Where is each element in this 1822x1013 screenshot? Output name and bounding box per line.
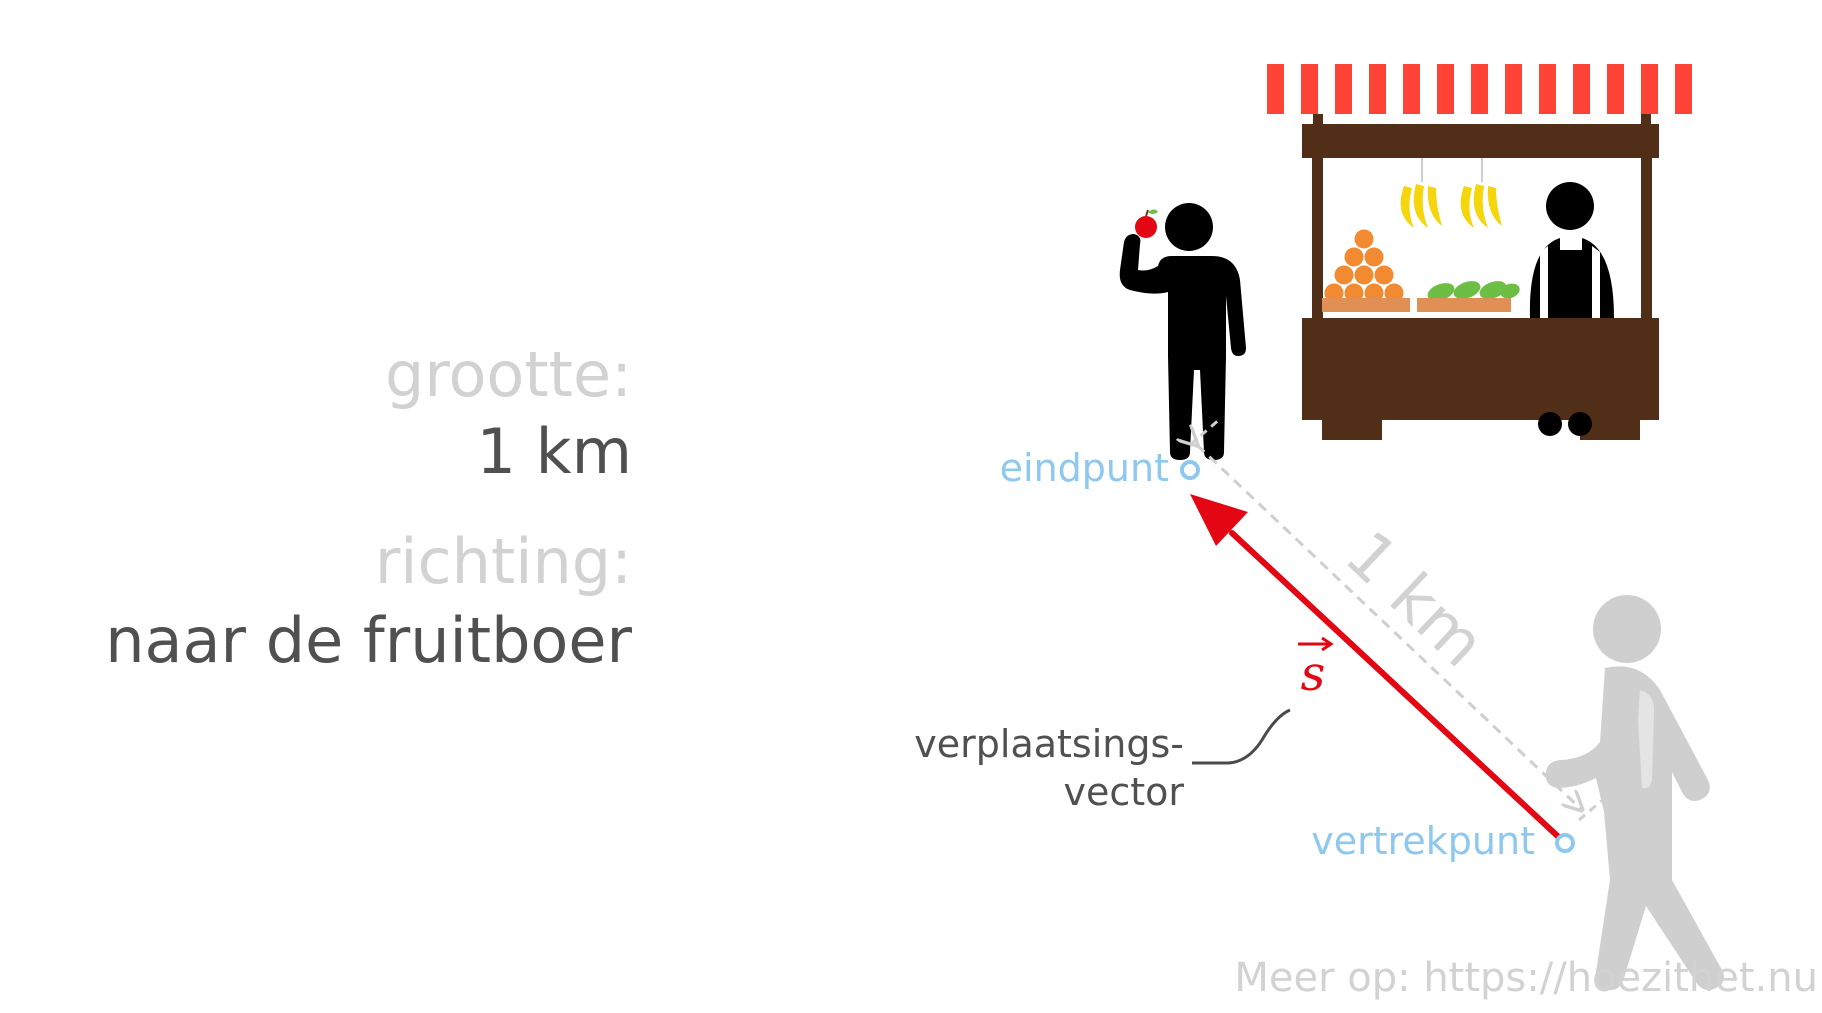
start-point xyxy=(1555,833,1575,853)
fruit-stall-icon xyxy=(1267,64,1692,440)
apple-icon xyxy=(1135,209,1158,238)
banana-icon xyxy=(1400,184,1502,228)
magnitude-value: 1 km xyxy=(476,415,632,488)
end-point xyxy=(1180,460,1200,480)
vegetable-icon xyxy=(1427,281,1520,301)
end-point-label: eindpunt xyxy=(999,446,1169,490)
awning xyxy=(1267,64,1692,114)
orange-icon xyxy=(1324,229,1404,303)
footer-credit: Meer op: https://hoezithet.nu xyxy=(1234,955,1818,1001)
label-pointer xyxy=(1192,708,1291,765)
vector-name-line1: verplaatsings- xyxy=(914,722,1184,766)
distance-indicator xyxy=(1190,416,1613,822)
person-with-apple-icon xyxy=(1119,203,1246,460)
displacement-vector xyxy=(1190,494,1568,846)
distance-label: 1 km xyxy=(1331,518,1498,682)
direction-value: naar de fruitboer xyxy=(105,604,632,677)
vector-symbol-arrow xyxy=(1298,636,1334,652)
vector-name-line2: vector xyxy=(1063,770,1184,814)
magnitude-label: grootte: xyxy=(384,338,632,411)
direction-label: richting: xyxy=(374,525,632,598)
start-point-label: vertrekpunt xyxy=(1311,819,1535,863)
vector-symbol: s xyxy=(1301,646,1326,702)
walking-person-icon xyxy=(1545,595,1724,991)
